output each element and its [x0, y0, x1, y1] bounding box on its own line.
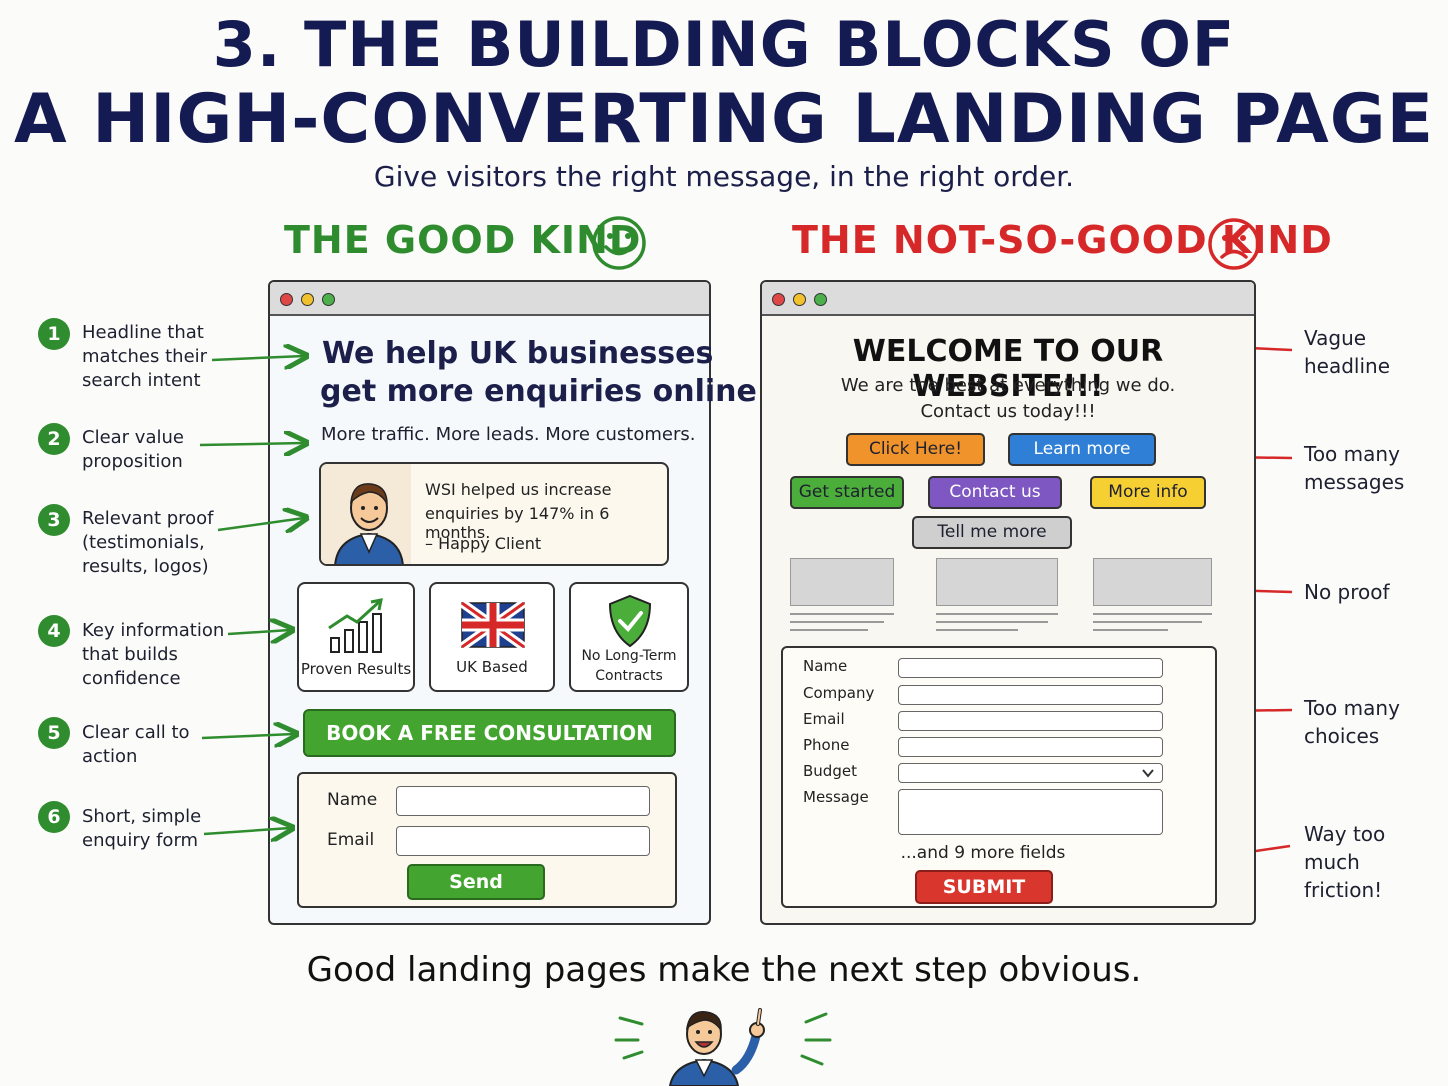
annotation-number-5: 5 [38, 717, 70, 749]
smiley-face-icon [592, 216, 646, 270]
submit-button[interactable]: SUBMIT [915, 870, 1053, 904]
shield-check-icon [608, 594, 652, 648]
email-label: Email [327, 830, 375, 850]
footer-message: Good landing pages make the next step ob… [306, 950, 1142, 990]
annotation-number-6: 6 [38, 801, 70, 833]
name-label: Name [327, 790, 378, 810]
field-label-phone: Phone [803, 736, 850, 754]
annotation-number-4: 4 [38, 615, 70, 647]
field-label-company: Company [803, 684, 875, 702]
bad-subline-1: We are the best at everything we do. [840, 375, 1176, 396]
growth-chart-icon [328, 598, 383, 653]
bad-subline-2: Contact us today!!! [920, 401, 1096, 422]
click-here-button[interactable]: Click Here! [846, 433, 985, 466]
more-info-button[interactable]: More info [1090, 476, 1206, 509]
happy-client-avatar-icon [334, 483, 404, 564]
field-label-name: Name [803, 657, 848, 675]
field-label-message: Message [803, 788, 869, 806]
annotation-number-2: 2 [38, 423, 70, 455]
sad-face-icon [1208, 218, 1260, 270]
placeholder-image-2 [936, 558, 1058, 606]
good-kind-heading: THE GOOD KIND [284, 218, 642, 262]
page-subtitle: Give visitors the right message, in the … [373, 160, 1075, 193]
testimonial-card: WSI helped us increase enquiries by 147%… [319, 462, 669, 566]
placeholder-image-3 [1093, 558, 1212, 606]
testimonial-line1: WSI helped us increase [425, 480, 612, 499]
good-name-input[interactable] [396, 786, 650, 816]
testimonial-line2: enquiries by 147% in 6 months. [425, 504, 610, 542]
close-dot-icon [280, 293, 293, 306]
bad-company-input[interactable] [898, 685, 1163, 705]
maximize-dot-icon [322, 293, 335, 306]
bad-email-input[interactable] [898, 711, 1163, 731]
field-label-budget: Budget [803, 762, 857, 780]
pointing-person-icon [614, 1008, 832, 1086]
more-fields-note: ...and 9 more fields [900, 843, 1066, 863]
feature-label-no-contracts-1: No Long-Term [581, 648, 677, 664]
annotation-number-3: 3 [38, 504, 70, 536]
browser-title-bar-bad [762, 282, 1254, 316]
bad-name-input[interactable] [898, 658, 1163, 678]
uk-flag-icon [461, 602, 525, 648]
maximize-dot-icon [814, 293, 827, 306]
page-title-line2: A HIGH-CONVERTING LANDING PAGE [13, 80, 1435, 159]
good-value-proposition: More traffic. More leads. More customers… [321, 424, 696, 445]
feature-card-no-contracts: No Long-Term Contracts [569, 582, 689, 692]
feature-card-uk-based: UK Based [429, 582, 555, 692]
bad-message-textarea[interactable] [898, 789, 1163, 835]
minimize-dot-icon [301, 293, 314, 306]
placeholder-text-lines [790, 613, 1212, 631]
close-dot-icon [772, 293, 785, 306]
page-title-line1: 3. THE BUILDING BLOCKS OF [212, 8, 1236, 81]
minimize-dot-icon [793, 293, 806, 306]
feature-label-uk-based: UK Based [456, 658, 528, 676]
good-headline-line1: We help UK businesses [322, 336, 714, 371]
learn-more-button[interactable]: Learn more [1008, 433, 1156, 466]
feature-card-proven-results: Proven Results [297, 582, 415, 692]
browser-title-bar [270, 282, 709, 316]
send-button[interactable]: Send [407, 864, 545, 900]
good-headline-line2: get more enquiries online [320, 374, 757, 409]
bad-long-form: Name Company Email Phone Budget Message … [781, 646, 1217, 908]
bad-budget-select[interactable] [898, 763, 1163, 783]
annotation-3: Relevant proof(testimonials,results, log… [82, 508, 214, 577]
annotation-no-proof: No proof [1304, 580, 1390, 604]
bad-phone-input[interactable] [898, 737, 1163, 757]
bad-headline: WELCOME TO OUR WEBSITE!!! [852, 334, 1164, 404]
good-email-input[interactable] [396, 826, 650, 856]
placeholder-image-1 [790, 558, 894, 606]
annotation-number-1: 1 [38, 318, 70, 350]
tell-me-more-button[interactable]: Tell me more [912, 516, 1072, 549]
good-enquiry-form: Name Email Send [297, 772, 677, 908]
book-consultation-button[interactable]: BOOK A FREE CONSULTATION [303, 709, 676, 757]
chevron-down-icon [1142, 769, 1154, 778]
feature-label-proven-results: Proven Results [300, 660, 412, 678]
feature-label-no-contracts-2: Contracts [595, 668, 663, 684]
field-label-email: Email [803, 710, 845, 728]
contact-us-button[interactable]: Contact us [928, 476, 1062, 509]
get-started-button[interactable]: Get started [790, 476, 904, 509]
testimonial-author: – Happy Client [425, 534, 542, 553]
